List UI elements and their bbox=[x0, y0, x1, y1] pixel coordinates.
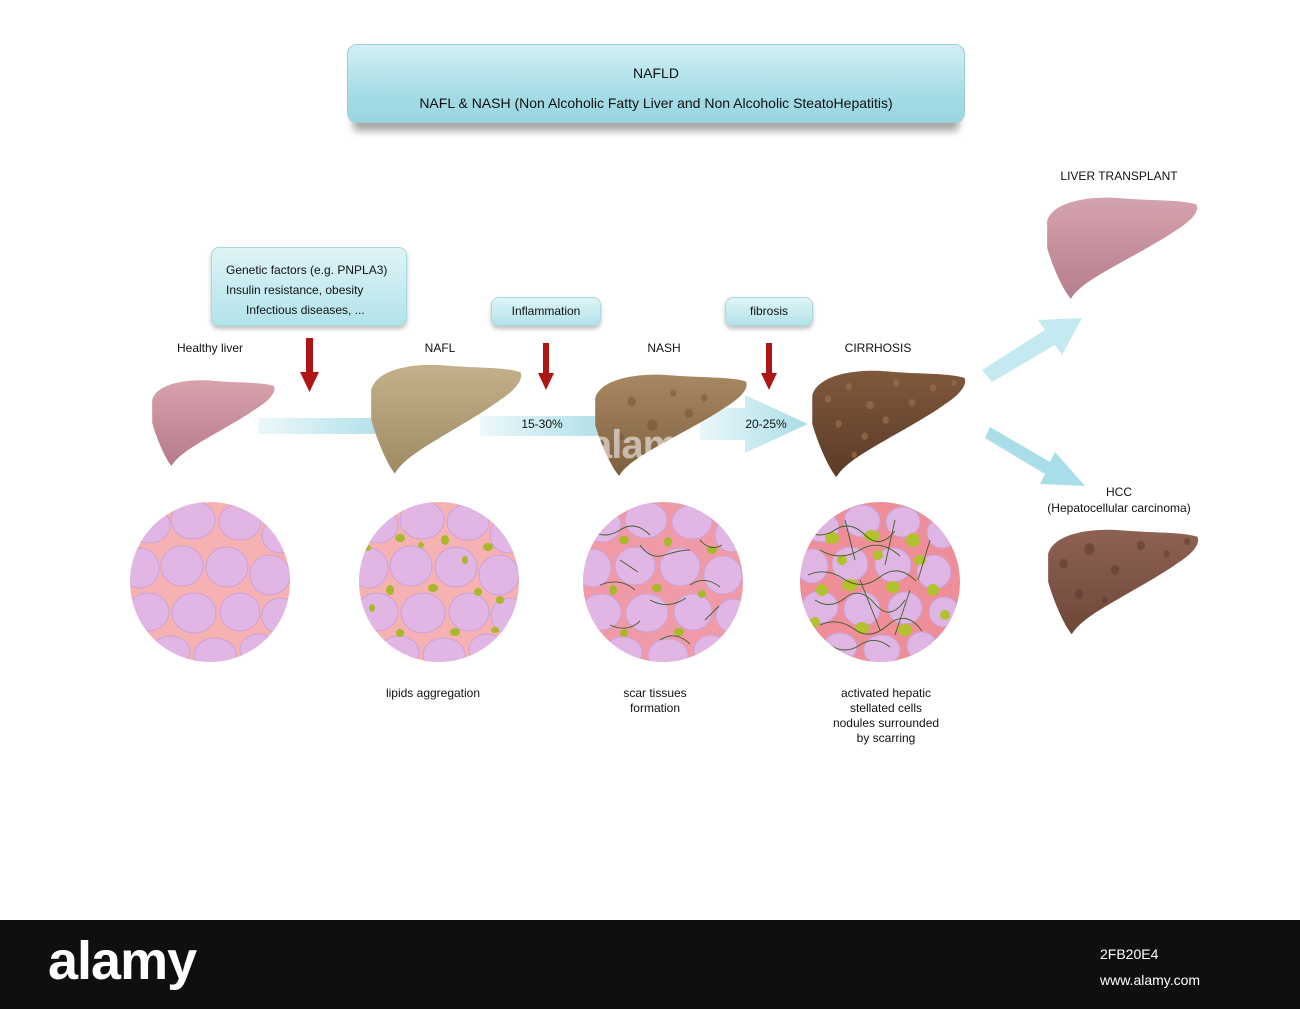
center-watermark: alamy bbox=[590, 423, 699, 467]
caption-cirrhosis-line3: nodules surrounded bbox=[832, 716, 940, 730]
red-arrow-fibrosis bbox=[761, 343, 777, 390]
tissue-cirrhosis bbox=[800, 502, 960, 662]
tissue-healthy bbox=[130, 502, 290, 662]
caption-cirrhosis-line1: activated hepatic bbox=[840, 686, 932, 700]
site-url: www.alamy.com bbox=[1100, 972, 1201, 988]
label-nash: NASH bbox=[647, 341, 681, 355]
flow-arrow-nafl-nash bbox=[480, 416, 600, 436]
liver-healthy bbox=[152, 380, 275, 466]
title-subtitle: NAFL & NASH (Non Alcoholic Fatty Liver a… bbox=[419, 95, 893, 111]
factor-genetic: Genetic factors (e.g. PNPLA3) bbox=[226, 263, 388, 277]
red-arrows bbox=[300, 338, 777, 392]
liver-transplant bbox=[1047, 197, 1198, 299]
caption-nash-line1: scar tissues bbox=[623, 686, 687, 700]
caption-cirrhosis-line4: by scarring bbox=[856, 731, 916, 745]
title-box: NAFLD NAFL & NASH (Non Alcoholic Fatty L… bbox=[347, 44, 965, 123]
flow-arrows bbox=[258, 318, 1085, 486]
alamy-logo: alamy bbox=[48, 931, 197, 991]
rate-nash-to-cirrhosis: 20-25% bbox=[745, 417, 787, 431]
caption-nafl-line1: lipids aggregation bbox=[385, 686, 481, 700]
tissue-nash bbox=[583, 502, 743, 662]
label-cirrhosis: CIRRHOSIS bbox=[844, 341, 912, 355]
inflammation-box: Inflammation bbox=[491, 297, 601, 326]
caption-cirrhosis: activated hepatic stellated cells nodule… bbox=[833, 686, 939, 746]
tissue-nafl bbox=[359, 502, 519, 662]
image-id: 2FB20E4 bbox=[1100, 946, 1159, 962]
fibrosis-box: fibrosis bbox=[725, 297, 813, 326]
label-hcc-full: (Hepatocellular carcinoma) bbox=[1047, 501, 1191, 515]
liver-nash bbox=[595, 374, 747, 476]
flow-arrow-to-hcc bbox=[985, 427, 1085, 486]
rate-nafl-to-nash: 15-30% bbox=[521, 417, 563, 431]
flow-arrow-to-transplant bbox=[982, 318, 1082, 382]
factor-insulin: Insulin resistance, obesity bbox=[226, 283, 364, 297]
label-liver-transplant: LIVER TRANSPLANT bbox=[1060, 169, 1178, 183]
caption-nafl: lipids aggregation bbox=[386, 686, 480, 701]
inflammation-label: Inflammation bbox=[511, 304, 581, 318]
risk-factors-box: Genetic factors (e.g. PNPLA3) Insulin re… bbox=[211, 247, 407, 326]
fibrosis-label: fibrosis bbox=[749, 304, 788, 318]
label-healthy-liver: Healthy liver bbox=[176, 341, 244, 355]
flow-arrow-nash-cirrhosis bbox=[700, 395, 808, 453]
watermark-footer bbox=[0, 920, 1300, 1009]
label-hcc: HCC bbox=[1106, 485, 1132, 499]
progression-diagram bbox=[130, 197, 1199, 662]
liver-hcc bbox=[1048, 529, 1199, 635]
label-nafl: NAFL bbox=[424, 341, 456, 355]
caption-nash-line2: formation bbox=[629, 701, 681, 715]
caption-cirrhosis-line2: stellated cells bbox=[849, 701, 923, 715]
liver-cirrhosis bbox=[812, 370, 966, 478]
red-arrow-inflammation bbox=[538, 343, 554, 390]
flow-arrow-healthy-nafl bbox=[258, 418, 382, 434]
title-main: NAFLD bbox=[633, 65, 679, 81]
red-arrow-factors bbox=[300, 338, 319, 392]
factor-infectious: Infectious diseases, ... bbox=[246, 303, 365, 317]
caption-nash: scar tissues formation bbox=[623, 686, 686, 716]
